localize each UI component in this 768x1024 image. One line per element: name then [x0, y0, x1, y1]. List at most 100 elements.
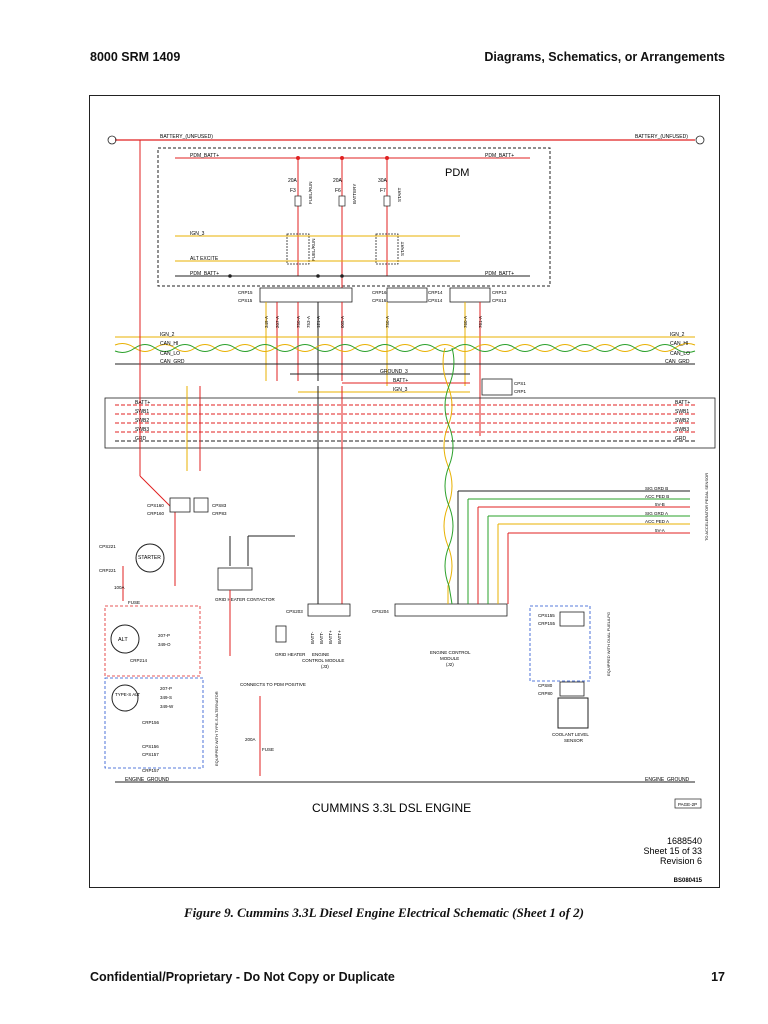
- fuse-mid-label: FUSE: [262, 747, 274, 752]
- page-header-right: Diagrams, Schematics, or Arrangements: [484, 50, 725, 64]
- grid-heater-contactor-label: GRID HEATER CONTACTOR: [215, 597, 276, 602]
- pdm-box: [157, 147, 551, 287]
- fuse-left-label: FUSE: [128, 600, 140, 605]
- can-hi-right-label: CAN_HI: [670, 341, 688, 347]
- wire-id-4: 753-A: [306, 316, 311, 328]
- crp157-label: CRP157: [142, 768, 160, 773]
- pdm-batt-left-label: PDM_BATT+: [190, 153, 219, 159]
- crp1-label: CRP1: [514, 389, 527, 394]
- wire-id-6: 005-A: [340, 316, 345, 328]
- alt-terminal-1: 207-P: [158, 633, 170, 638]
- cps1-label: CPS1: [514, 381, 526, 386]
- engine-ground-right-label: ENGINE_GROUND: [645, 777, 690, 783]
- grid-heater-contactor-icon: [217, 567, 253, 591]
- ecm-j3-line2: CONTROL MODULE: [302, 658, 344, 663]
- alt-label: ALT: [118, 637, 128, 643]
- page-ref: PAGE-2P: [678, 802, 697, 807]
- cps204-label: CPS204: [372, 609, 389, 614]
- crp13-label: CRP13: [492, 290, 507, 295]
- wire-id-1: 349-A: [264, 316, 269, 328]
- can-lo-left-label: CAN_LO: [160, 351, 180, 357]
- pedal-sig-grd-a: SIG GRD A: [645, 511, 668, 516]
- fuse-f3-label: FUEL/RUN: [308, 181, 313, 204]
- pedal-5v-b: 5V-B: [655, 502, 665, 507]
- connects-to-pdm-label: CONNECTS TO PDM POSITIVE: [240, 682, 306, 687]
- connector-icon: [695, 135, 705, 145]
- cps156-label: CPS156: [142, 744, 159, 749]
- cps16-label: CPS16: [372, 298, 387, 303]
- pdm-batt-bottom-right-label: PDM_BATT+: [485, 271, 514, 277]
- fuse-f7-rating: 30A: [378, 178, 388, 184]
- crp14-label: CRP14: [428, 290, 443, 295]
- engine-title: CUMMINS 3.3L DSL ENGINE: [312, 801, 471, 815]
- bus-swb2-right-label: SWB2: [675, 418, 689, 424]
- pdm-title: PDM: [445, 167, 469, 179]
- equipped-type-s-label: EQUIPPED WITH TYPE-S ALTERNATOR: [214, 691, 219, 766]
- schematic-frame: BATTERY_(UNFUSED) BATTERY_(UNFUSED) PDM …: [89, 95, 720, 888]
- bus-batt-label: BATT+: [135, 400, 150, 406]
- coolant-label-2: SENSOR: [564, 738, 584, 743]
- cps80-label: CPS80: [538, 683, 553, 688]
- relay-start-label: START: [400, 241, 405, 256]
- cps203-label: CPS203: [286, 609, 303, 614]
- crp155-label: CRP155: [538, 621, 556, 626]
- pedal-acc-ped-b: ACC PED B: [645, 494, 669, 499]
- starter-icon: [135, 543, 165, 573]
- pdm-batt-right-label: PDM_BATT+: [485, 153, 514, 159]
- cps15-label: CPS15: [238, 298, 253, 303]
- fuse-f3-rating: 20A: [288, 178, 298, 184]
- bus-grd-label: GRD: [135, 436, 147, 442]
- relay-fuel-run-label: FUEL/RUN: [311, 238, 316, 261]
- page-header-left: 8000 SRM 1409: [90, 50, 181, 64]
- bus-grd-right-label: GRD: [675, 436, 687, 442]
- ign3-mid-label: IGN_3: [393, 387, 408, 393]
- cps155-label: CPS155: [538, 613, 555, 618]
- schematic-diagram: BATTERY_(UNFUSED) BATTERY_(UNFUSED) PDM …: [99, 134, 716, 884]
- can-grd-left-label: CAN_GRD: [160, 359, 185, 365]
- ign2-left-label: IGN_2: [160, 332, 175, 338]
- pdm-batt-bottom-label: PDM_BATT+: [190, 271, 219, 277]
- ecm-j2-line3: (J2): [446, 662, 454, 667]
- battery-unfused-right-label: BATTERY_(UNFUSED): [635, 134, 688, 140]
- crp83-label: CRP83: [212, 511, 227, 516]
- crp221-label: CRP221: [99, 568, 117, 573]
- cps157-label: CPS157: [142, 752, 159, 757]
- ecm-j3-line1: ENGINE: [312, 652, 329, 657]
- ign3-pdm-label: IGN_3: [190, 231, 205, 237]
- fuse-f7-label: START: [397, 187, 402, 202]
- crp160-label: CRP160: [147, 511, 165, 516]
- alt-terminal-2: 349-O: [158, 642, 171, 647]
- wire-id-5: 121-A: [316, 316, 321, 328]
- wire-id-3: 750-A: [296, 316, 301, 328]
- fuse-200a-label: 200A: [245, 737, 256, 742]
- fuse-f7-name: F7: [380, 188, 386, 194]
- wire-id-8: 760-A: [463, 316, 468, 328]
- cps160-label: CPS160: [147, 503, 164, 508]
- crp156-label: CRP156: [142, 720, 160, 725]
- battery-unfused-left-label: BATTERY_(UNFUSED): [160, 134, 213, 140]
- ecm-j2-line1: ENGINE CONTROL: [430, 650, 471, 655]
- ecm-j2-line2: MODULE: [440, 656, 459, 661]
- bus-swb1-right-label: SWB1: [675, 409, 689, 415]
- fuse-icon: [338, 195, 346, 207]
- revision: Revision 6: [660, 856, 702, 866]
- crp15-label: CRP15: [238, 290, 253, 295]
- bus-swb1-label: SWB1: [135, 409, 149, 415]
- relay-start-icon: [375, 233, 399, 265]
- pedal-sig-grd-b: SIG GRD B: [645, 486, 668, 491]
- type-s-alternator-icon: [111, 684, 139, 712]
- pedal-acc-ped-a: ACC PED A: [645, 519, 669, 524]
- fuse-icon: [383, 195, 391, 207]
- bus-swb2-label: SWB2: [135, 418, 149, 424]
- ground3-label: GROUND_3: [380, 369, 408, 375]
- bus-swb3-right-label: SWB3: [675, 427, 689, 433]
- fuse-100a-label: 100A: [114, 585, 125, 590]
- bus-batt-right-label: BATT+: [675, 400, 690, 406]
- connector-icon: [107, 135, 117, 145]
- ign2-right-label: IGN_2: [670, 332, 685, 338]
- sheet-number: Sheet 15 of 33: [643, 846, 702, 856]
- pedal-sensor-label: TO ACCELERATOR PEDAL SENSOR: [704, 473, 709, 541]
- wire-id-9: 761-A: [478, 316, 483, 328]
- ecm-j3-pin-4: BATT+: [337, 630, 342, 644]
- engine-ground-left-label: ENGINE_GROUND: [125, 777, 170, 783]
